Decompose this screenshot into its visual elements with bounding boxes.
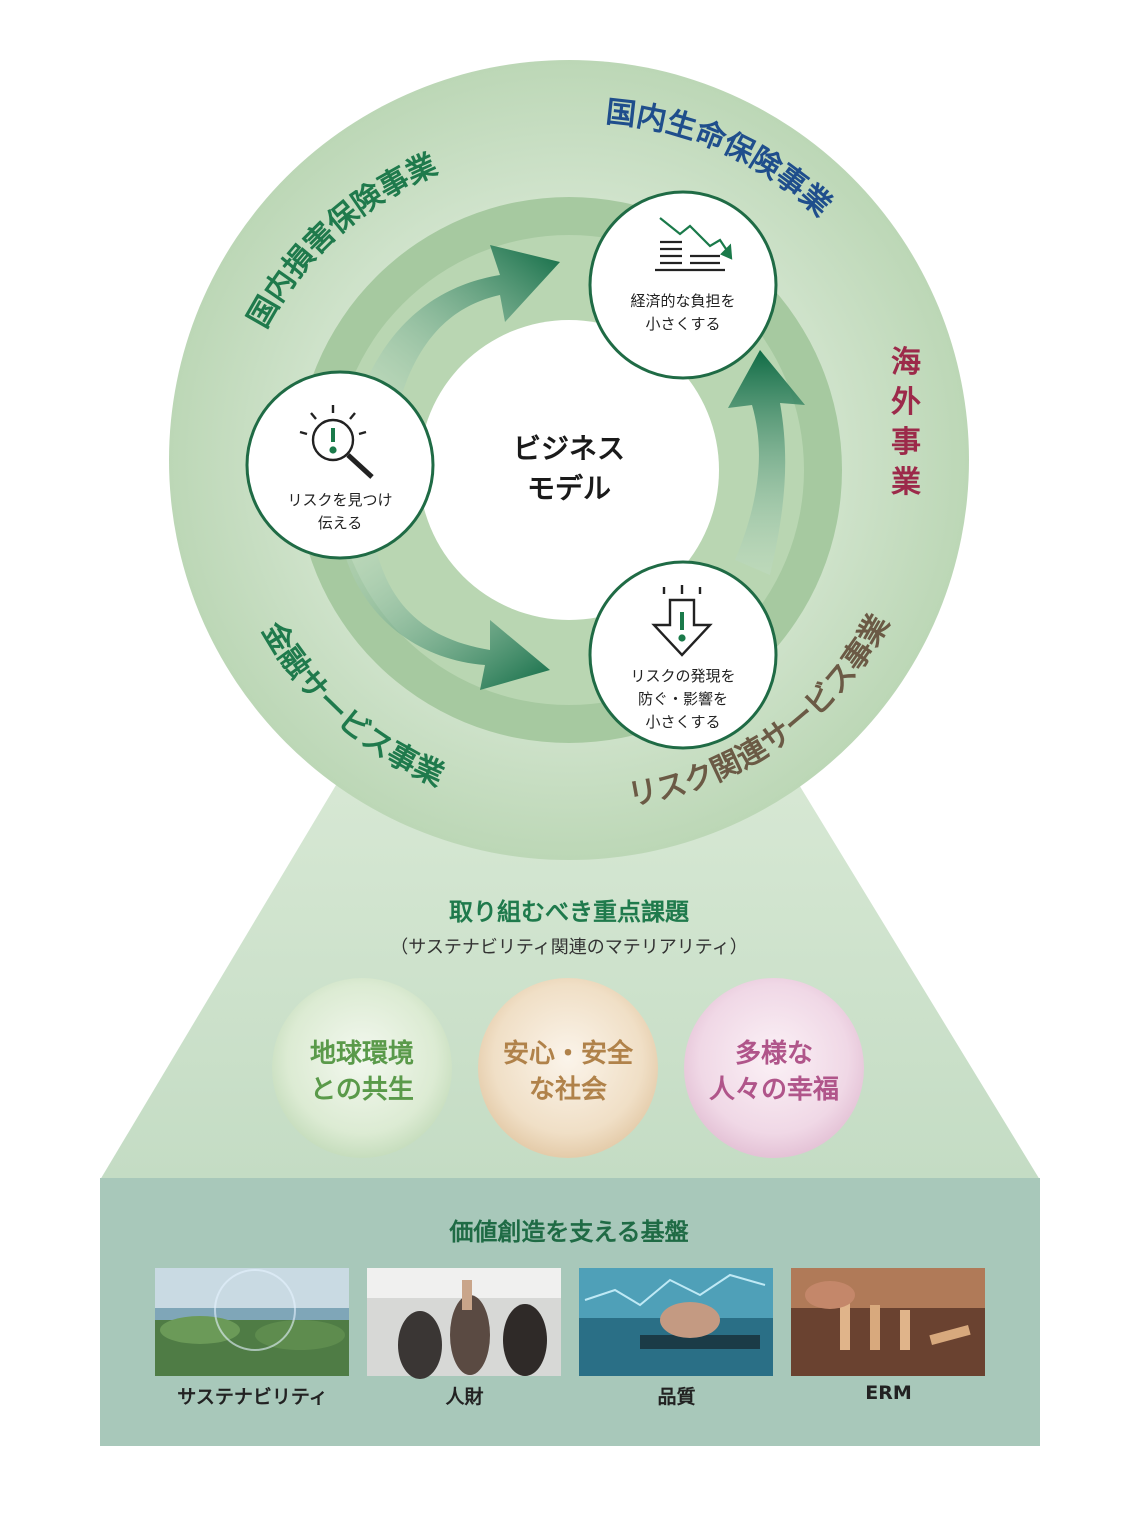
step-find-circle: [245, 370, 435, 560]
business-overseas-char: 外: [891, 385, 921, 420]
svg-text:安心・安全: 安心・安全: [503, 1038, 634, 1069]
foundation-label-people: 人財: [445, 1386, 484, 1408]
foundation-label-sustainability: サステナビリティ: [177, 1386, 328, 1408]
svg-text:な社会: な社会: [529, 1074, 607, 1105]
business-overseas-label: 海外事業: [891, 345, 921, 500]
photo-erm: [791, 1268, 985, 1376]
photo-quality: [579, 1268, 773, 1376]
business-overseas-char: 業: [891, 465, 921, 500]
step-reduce-circle: [588, 190, 778, 380]
step-find-label-2: 伝える: [318, 514, 363, 532]
foundation-title: 価値創造を支える基盤: [448, 1218, 689, 1246]
center-label-1: ビジネス: [513, 432, 625, 465]
foundation-label-erm: ERM: [865, 1382, 912, 1404]
svg-text:人々の幸福: 人々の幸福: [709, 1075, 839, 1105]
foundation-label-quality: 品質: [657, 1386, 696, 1408]
materiality-ball-environment: 地球環境 との共生: [272, 978, 452, 1158]
business-overseas-char: 海: [891, 345, 921, 380]
svg-text:との共生: との共生: [310, 1075, 414, 1105]
photo-sustainability: [155, 1268, 349, 1376]
step-find-label-1: リスクを見つけ: [287, 491, 392, 509]
materiality-ball-wellbeing: 多様な 人々の幸福: [684, 978, 864, 1158]
photo-people: [367, 1268, 561, 1379]
business-overseas-char: 事: [891, 425, 921, 460]
cycle-arrow-find-to-prevent: [345, 545, 550, 690]
step-prevent-label-3: 小さくする: [645, 713, 720, 731]
cycle-arrow-find-to-reduce: [360, 245, 560, 400]
step-prevent-label-2: 防ぐ・影響を: [638, 690, 728, 708]
center-label-2: モデル: [527, 472, 611, 505]
down-arrow-alert-icon: [651, 585, 713, 657]
cycle-arrow-prevent-to-reduce: [728, 350, 805, 575]
business-overseas: 海外事業: [891, 345, 921, 500]
step-reduce-label-2: 小さくする: [645, 315, 720, 333]
magnifier-alert-icon: [299, 405, 374, 479]
center-circle: [419, 320, 719, 620]
materiality-ball-safety: 安心・安全 な社会: [478, 978, 658, 1158]
step-reduce-label-1: 経済的な負担を: [630, 292, 735, 310]
materiality-title: 取り組むべき重点課題: [449, 898, 690, 926]
declining-chart-icon: [655, 217, 733, 272]
svg-text:地球環境: 地球環境: [310, 1038, 414, 1069]
step-prevent-label-1: リスクの発現を: [630, 667, 735, 685]
svg-text:多様な: 多様な: [735, 1038, 813, 1069]
materiality-subtitle: （サステナビリティ関連のマテリアリティ）: [390, 937, 747, 958]
